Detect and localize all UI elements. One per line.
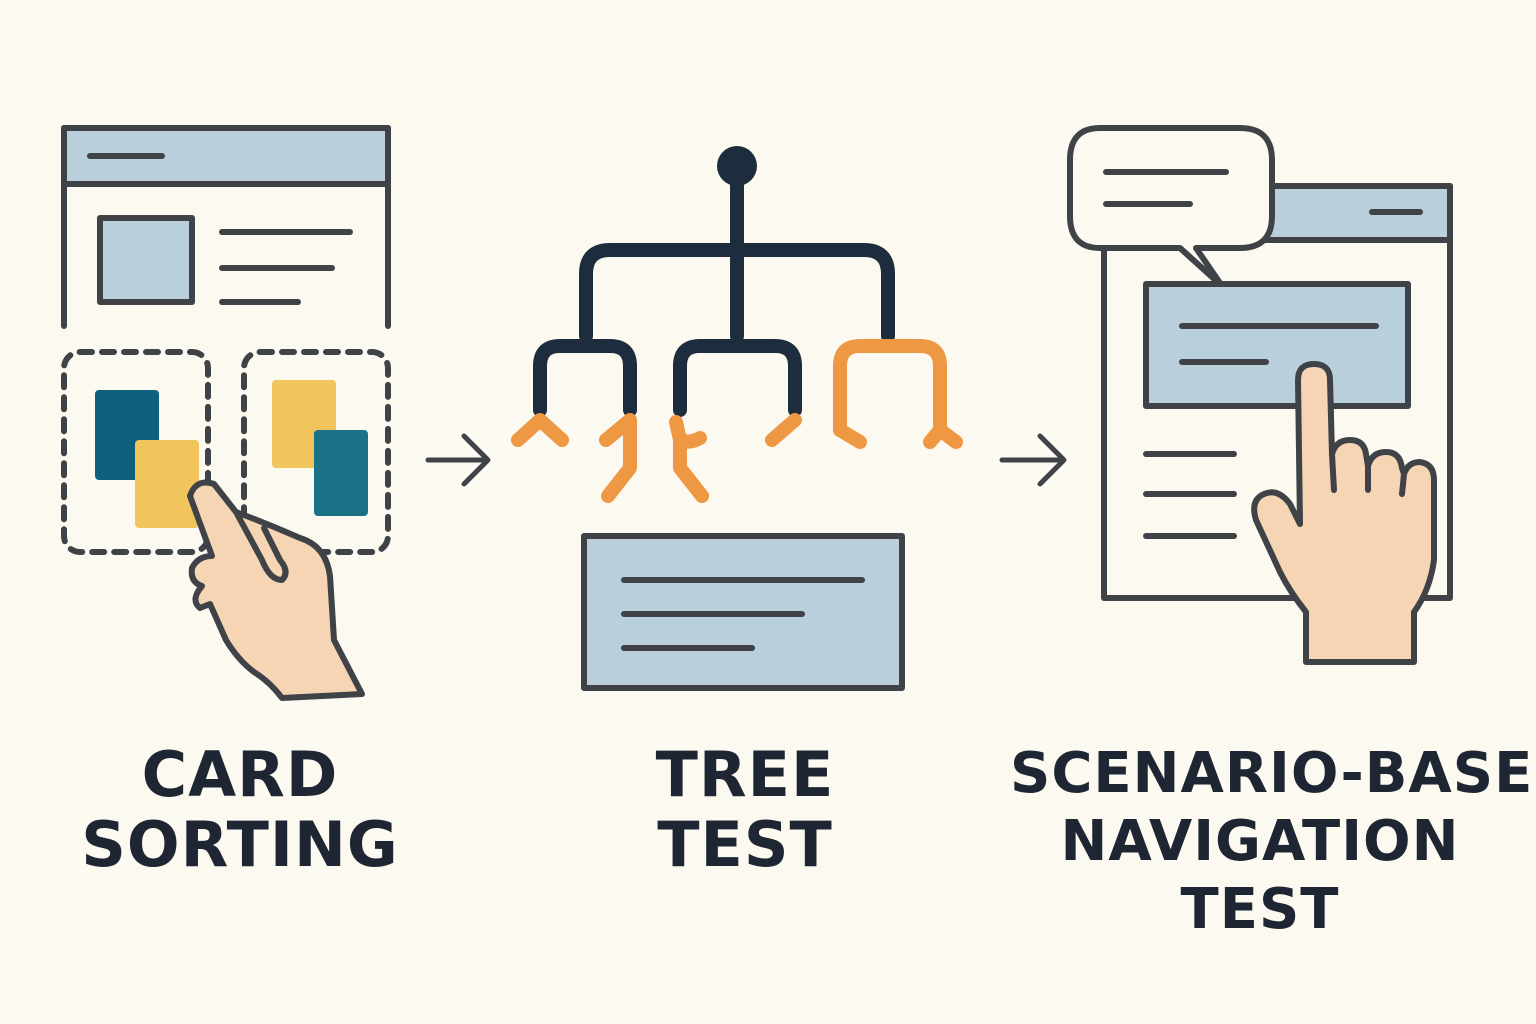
tree-answer-panel [581,533,905,691]
hand-icon [187,479,365,701]
browser-window-icon [61,125,391,329]
step-title-scenario-based-navigation-test: SCENARIO-BASED NAVIGATION TEST [1010,740,1536,944]
drop-zone-left [61,349,211,555]
arrow-right-icon [999,433,1067,487]
card-sorting-icon [61,125,391,701]
step-title-line: SORTING [81,808,399,881]
pointing-hand-icon [1251,361,1437,665]
step-title-card-sorting: CARD SORTING [60,740,420,880]
step-title-line: NAVIGATION [1060,809,1460,874]
step-title-line: TREE [655,738,835,811]
card-teal-right [314,430,368,516]
step-title-line: TEST [657,808,833,881]
card-yellow-left [135,440,199,528]
step-title-line: TEST [1180,877,1340,942]
step-title-tree-test: TREE TEST [555,740,935,880]
step-title-line: CARD [141,738,339,811]
step-title-line: SCENARIO-BASED [1010,741,1536,806]
tree-hierarchy-icon [511,146,963,691]
scenario-highlight-panel [1143,281,1411,409]
arrow-right-icon [425,433,491,487]
scenario-navigation-icon [1067,125,1453,665]
